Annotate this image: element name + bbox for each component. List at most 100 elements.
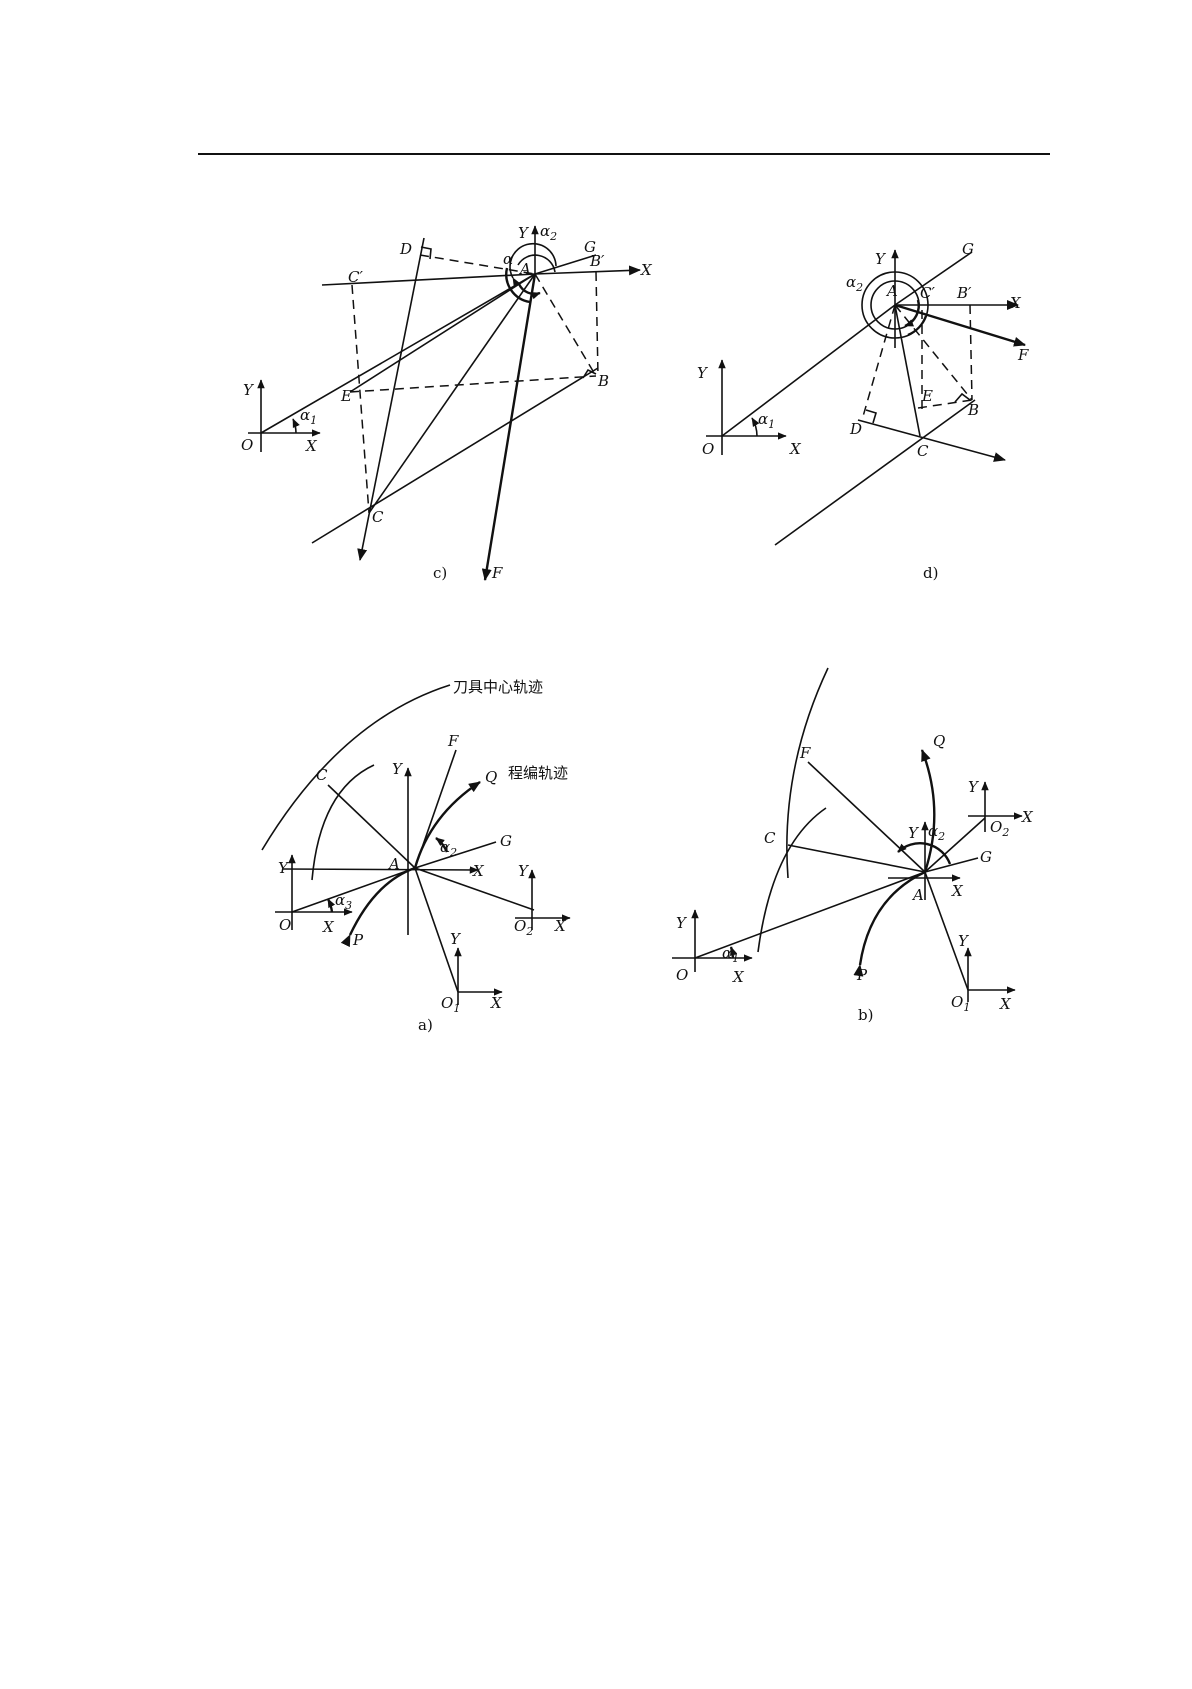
fig-a-label-Y-O1: Y xyxy=(450,930,462,948)
fig-c-label-C: C xyxy=(372,508,384,526)
fig-d-label-D: D xyxy=(849,420,862,438)
fig-d-line-AF xyxy=(895,305,1025,345)
fig-a-label-O2-sub: 2 xyxy=(525,925,533,938)
fig-a-label-alpha3-sub: 3 xyxy=(345,899,352,912)
fig-a-label-tool-center-path: 刀具中心轨迹 xyxy=(453,678,543,696)
fig-b-line-CA xyxy=(788,845,925,872)
fig-d-alpha1-arc xyxy=(752,418,757,436)
fig-d-line-lower xyxy=(775,400,975,545)
fig-a-label-Q: Q xyxy=(485,768,497,786)
fig-b-label-X-top: X xyxy=(951,882,964,900)
fig-c-dash-BprimeB xyxy=(596,272,598,376)
fig-c-label-Y-top: Y xyxy=(518,224,530,242)
fig-b-label-F: F xyxy=(799,744,811,762)
fig-d-dash-BprimeB xyxy=(970,305,972,400)
fig-b-label-alpha1-base: α xyxy=(722,944,732,962)
fig-a-label-O2-base: O xyxy=(514,917,526,935)
figure-c: D Y α2 G α A C′ B′ X Y α1 E B O X C F c) xyxy=(241,222,653,582)
fig-d-inner-arc-arrow xyxy=(905,300,919,326)
fig-a-line-OA xyxy=(292,868,415,912)
fig-d-label-alpha2-sub: 2 xyxy=(855,281,863,294)
fig-d-label-B: B xyxy=(967,401,979,419)
fig-c-label-D: D xyxy=(399,240,412,258)
fig-d-label-alpha1-sub: 1 xyxy=(768,418,775,431)
fig-d-label-alpha2-base: α xyxy=(846,273,856,291)
fig-b-label-X-origin: X xyxy=(732,968,745,986)
fig-b-label-Y-origin: Y xyxy=(676,914,688,932)
fig-d-label-X-top: X xyxy=(1009,294,1022,312)
fig-a-label-alpha2-base: α xyxy=(440,838,450,856)
fig-c-label-alpha1: α1 xyxy=(300,406,317,427)
fig-c-label-alpha: α xyxy=(503,250,513,268)
fig-a-label-Y-origin: Y xyxy=(278,859,290,877)
fig-c-line-AE xyxy=(350,274,535,392)
fig-a-label-P: P xyxy=(352,931,364,949)
fig-b-label-C: C xyxy=(764,829,776,847)
fig-a-label-G: G xyxy=(500,832,512,850)
fig-a-label-X-top: X xyxy=(472,862,485,880)
fig-c-label-alpha1-sub: 1 xyxy=(310,414,317,427)
fig-b-programmed-path-q xyxy=(922,750,934,872)
fig-a-label-X-origin: X xyxy=(322,918,335,936)
fig-b-label-O1-sub: 1 xyxy=(963,1001,970,1014)
fig-c-label-B-prime: B′ xyxy=(589,252,605,270)
fig-a-label-O1-sub: 1 xyxy=(453,1002,460,1015)
fig-d-label-Y-top: Y xyxy=(875,250,887,268)
fig-d-label-A: A xyxy=(885,282,898,300)
fig-a-a-x-axis xyxy=(283,869,478,870)
fig-d-label-C-prime: C′ xyxy=(920,284,935,302)
fig-c-dash-EB xyxy=(350,376,596,392)
fig-b-label-O2-sub: 2 xyxy=(1001,826,1009,839)
fig-d-label-G: G xyxy=(962,240,974,258)
fig-a-label-A: A xyxy=(387,855,400,873)
fig-d-dash-AB xyxy=(895,305,972,400)
fig-a-label-X-O2: X xyxy=(554,917,567,935)
fig-c-alpha1-arc xyxy=(293,419,296,433)
fig-b-label-A: A xyxy=(911,886,924,904)
fig-c-label-alpha1-base: α xyxy=(300,406,310,424)
fig-a-tool-center-path xyxy=(262,685,450,850)
fig-c-label-F: F xyxy=(491,564,503,582)
fig-a-label-alpha2-sub: 2 xyxy=(449,846,457,859)
fig-c-dash-AB xyxy=(535,274,596,376)
fig-d-label-X-origin: X xyxy=(789,440,802,458)
fig-a-line-AC xyxy=(328,785,415,868)
fig-b-label-Y-O1: Y xyxy=(958,932,970,950)
fig-c-label-C-prime: C′ xyxy=(348,268,363,286)
fig-b-label-Y-O2: Y xyxy=(968,778,980,796)
fig-b-label-O: O xyxy=(676,966,688,984)
fig-b-caption: b) xyxy=(858,1006,873,1024)
fig-a-label-F: F xyxy=(447,732,459,750)
fig-b-label-alpha1-sub: 1 xyxy=(732,952,739,965)
fig-a-label-X-O1: X xyxy=(490,994,503,1012)
fig-b-label-Q: Q xyxy=(933,732,945,750)
fig-b-label-O1-base: O xyxy=(951,993,963,1011)
fig-d-right-angle-D xyxy=(866,410,876,423)
fig-c-label-alpha2: α2 xyxy=(540,222,557,243)
fig-b-label-alpha2-base: α xyxy=(928,822,938,840)
fig-c-label-E: E xyxy=(340,387,352,405)
fig-c-dash-CprimeC xyxy=(352,285,369,513)
fig-b-label-Y-top: Y xyxy=(908,824,920,842)
fig-b-label-alpha2-sub: 2 xyxy=(937,830,945,843)
fig-a-label-alpha3: α3 xyxy=(335,891,352,912)
fig-c-line-AF xyxy=(485,274,535,580)
fig-c-label-A: A xyxy=(518,260,531,278)
fig-a-label-alpha3-base: α xyxy=(335,891,345,909)
fig-a-label-O2: O2 xyxy=(514,917,533,938)
fig-a-alpha3-arc xyxy=(328,899,332,912)
fig-a-label-O: O xyxy=(279,916,291,934)
fig-a-caption: a) xyxy=(418,1016,433,1034)
fig-b-label-G: G xyxy=(980,848,992,866)
fig-b-label-O2-base: O xyxy=(990,818,1002,836)
fig-c-label-B: B xyxy=(597,372,609,390)
fig-b-label-alpha2: α2 xyxy=(928,822,945,843)
fig-c-label-alpha2-sub: 2 xyxy=(549,230,557,243)
fig-a-label-C: C xyxy=(316,766,328,784)
fig-a-label-programmed-path: 程编轨迹 xyxy=(508,764,568,782)
fig-c-line-lower xyxy=(312,368,598,543)
fig-a-label-alpha2: α2 xyxy=(440,838,457,859)
fig-c-label-alpha2-base: α xyxy=(540,222,550,240)
fig-d-label-alpha1-base: α xyxy=(758,410,768,428)
